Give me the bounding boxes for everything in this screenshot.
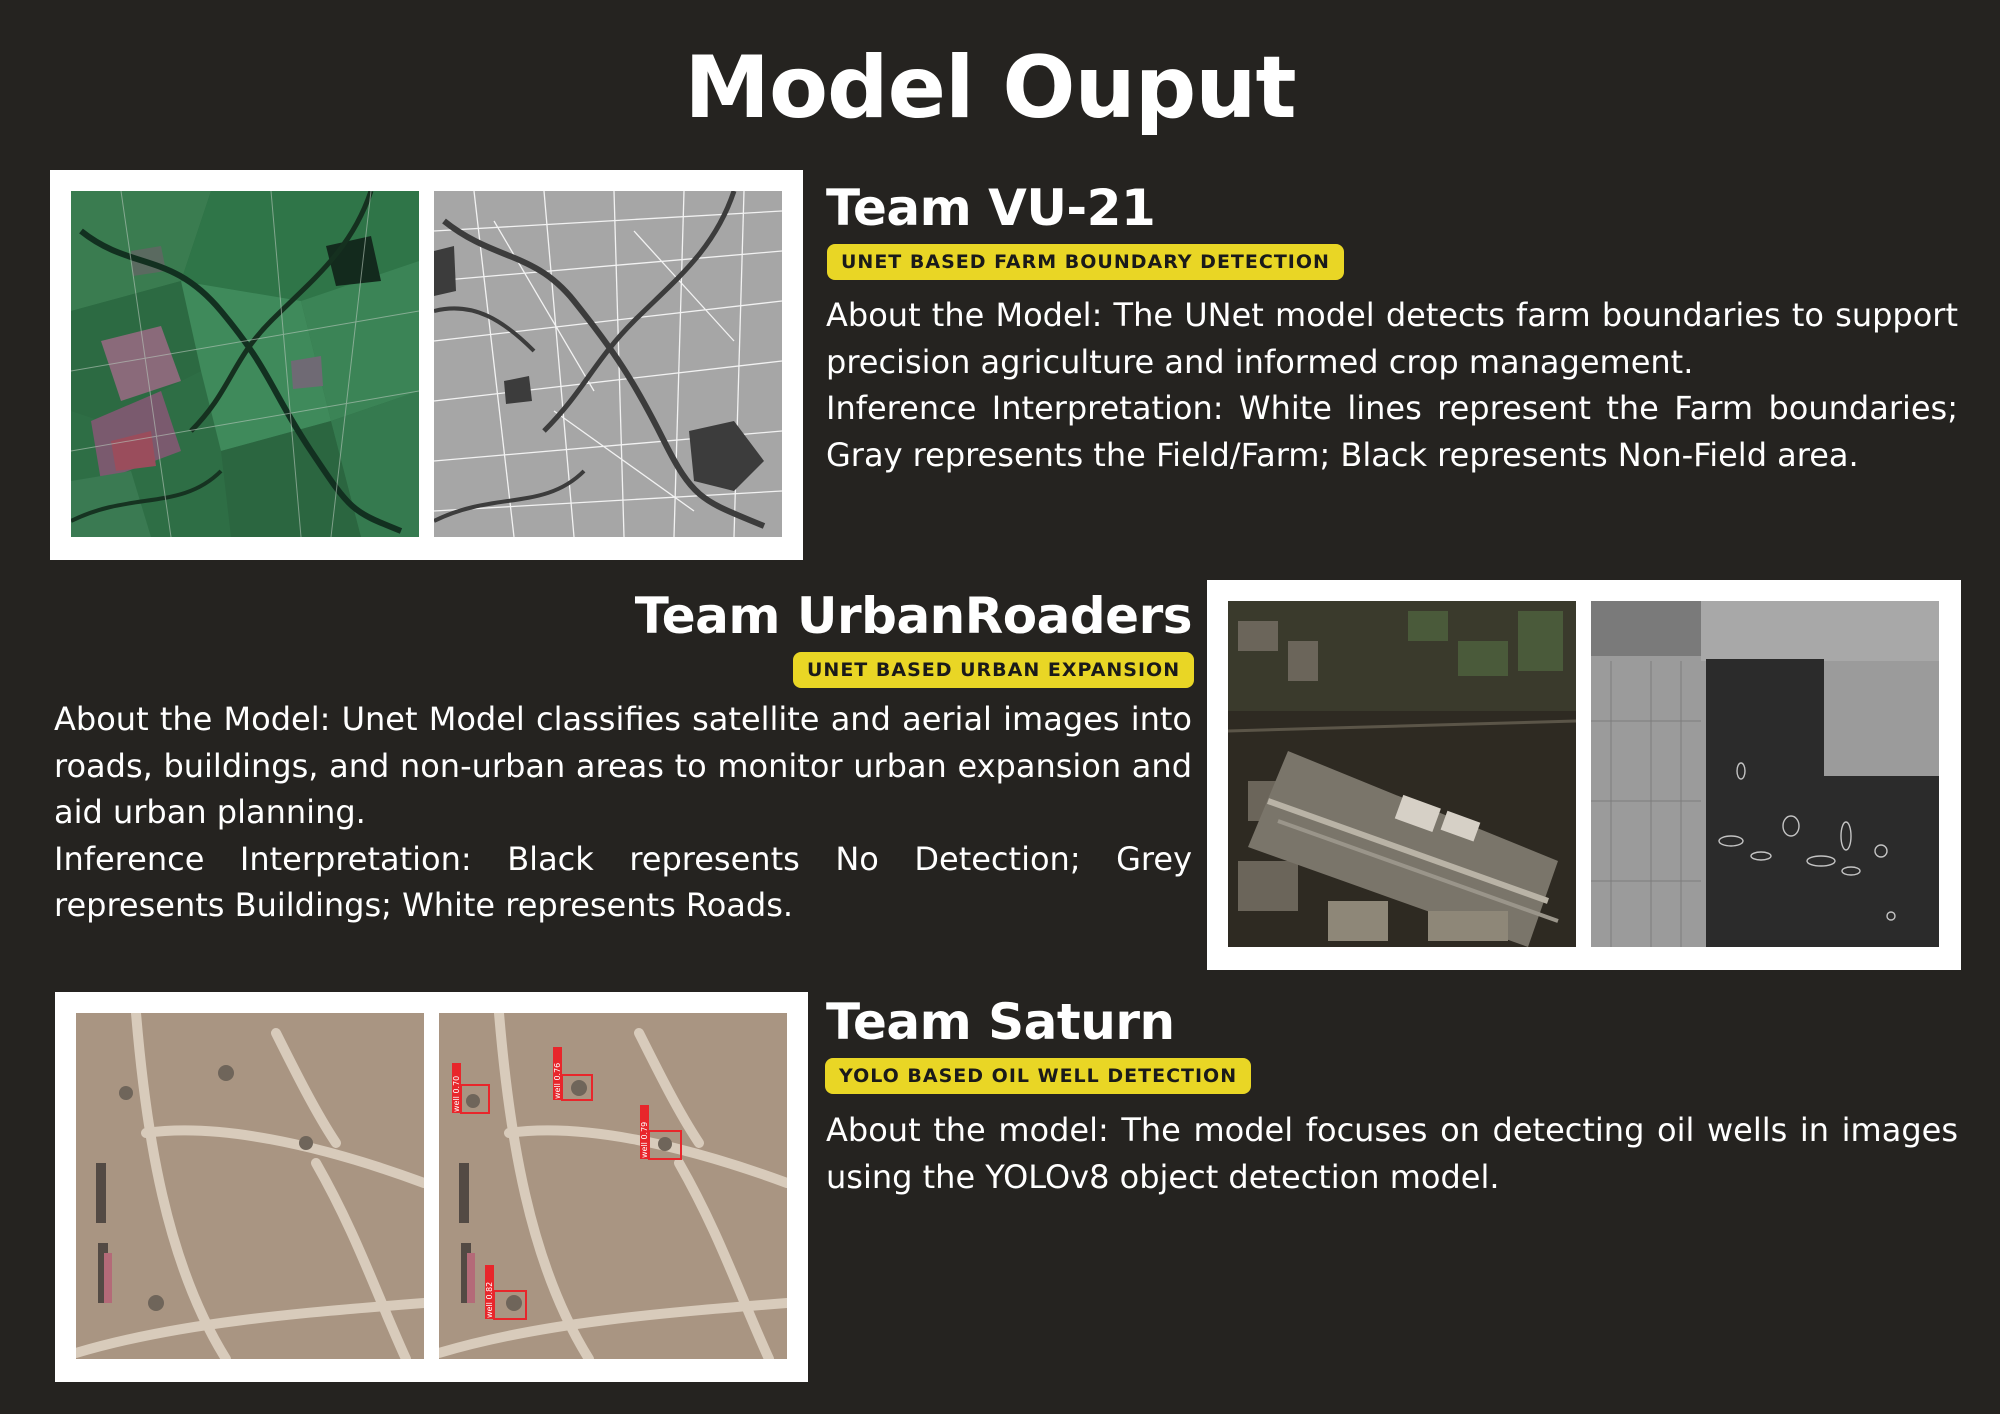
about-text: About the Model: The UNet model detects … — [826, 296, 1958, 381]
farm-satellite-image — [71, 191, 419, 537]
detection-label: well 0.76 — [553, 1063, 562, 1099]
model-description: About the model: The model focuses on de… — [826, 1107, 1958, 1200]
urbanroaders-image-frame — [1207, 580, 1961, 970]
farm-boundary-mask — [434, 191, 782, 537]
detection-label: well 0.79 — [640, 1122, 649, 1158]
inference-text: Inference Interpretation: Black represen… — [54, 839, 1192, 925]
detection-label: well 0.82 — [485, 1282, 494, 1318]
vu21-image-frame — [50, 170, 803, 560]
team-name: Team VU-21 — [826, 179, 1156, 237]
model-badge: UNET BASED URBAN EXPANSION — [793, 652, 1195, 688]
team-name: Team Saturn — [826, 993, 1175, 1051]
detection-label: well 0.70 — [452, 1076, 461, 1112]
saturn-image-frame: well 0.70 well 0.76 well 0.79 well 0.82 — [55, 992, 808, 1382]
oilfield-satellite-image — [76, 1013, 424, 1359]
urban-classification-mask — [1591, 601, 1939, 947]
model-description: About the Model: The UNet model detects … — [826, 292, 1958, 478]
urban-satellite-image — [1228, 601, 1576, 947]
model-badge: YOLO BASED OIL WELL DETECTION — [825, 1058, 1252, 1094]
model-badge: UNET BASED FARM BOUNDARY DETECTION — [827, 244, 1344, 280]
model-description: About the Model: Unet Model classifies s… — [54, 696, 1192, 929]
page-title: Model Ouput — [684, 38, 1296, 138]
inference-text: Inference Interpretation: White lines re… — [826, 389, 1958, 474]
team-name: Team UrbanRoaders — [634, 587, 1193, 645]
about-text: About the Model: Unet Model classifies s… — [54, 700, 1192, 831]
about-text: About the model: The model focuses on de… — [826, 1111, 1958, 1196]
oilwell-detection-image: well 0.70 well 0.76 well 0.79 well 0.82 — [439, 1013, 787, 1359]
